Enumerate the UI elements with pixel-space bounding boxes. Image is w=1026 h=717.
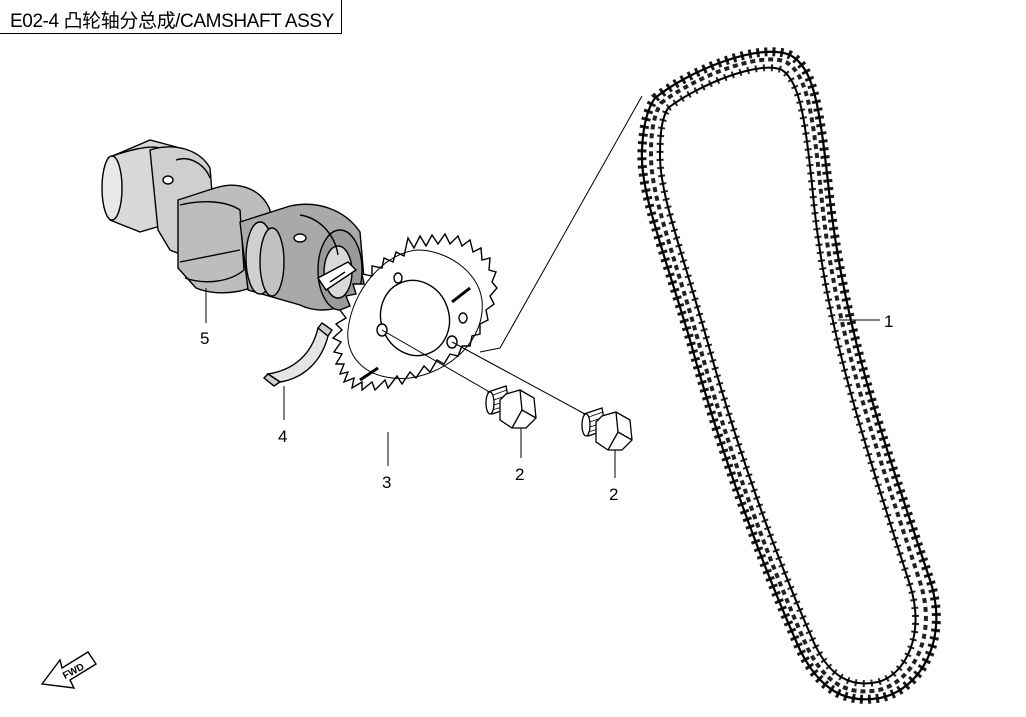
half-ring xyxy=(262,322,333,387)
fwd-arrow-icon: FWD xyxy=(40,651,97,689)
callout-3-label: 3 xyxy=(382,473,391,492)
callout-4-label: 4 xyxy=(278,427,287,446)
sprocket-callout: 3 xyxy=(382,432,391,492)
bolt-axis-line-b xyxy=(451,341,597,421)
callout-5-label: 5 xyxy=(200,329,209,348)
camshaft xyxy=(101,139,366,311)
bolt-axis-line-a xyxy=(381,329,501,399)
page-title: E02-4 凸轮轴分总成/CAMSHAFT ASSY xyxy=(10,11,334,32)
fwd-label: FWD xyxy=(61,662,86,682)
callout-1-label: 1 xyxy=(884,312,893,331)
bolt-a-callout: 2 xyxy=(515,428,524,484)
camshaft-callout: 5 xyxy=(200,288,209,348)
timing-chain xyxy=(637,47,941,704)
title-box: E02-4 凸轮轴分总成/CAMSHAFT ASSY xyxy=(0,0,342,34)
half-ring-callout: 4 xyxy=(278,386,287,446)
bolt-b-callout: 2 xyxy=(609,450,618,504)
cam-sprocket xyxy=(331,232,498,392)
callout-2a-label: 2 xyxy=(515,465,524,484)
chain-callout: 1 xyxy=(838,312,893,331)
callout-2b-label: 2 xyxy=(609,485,618,504)
bolt-b xyxy=(581,407,633,451)
bolt-a xyxy=(485,385,537,429)
chain-leader-line xyxy=(479,95,643,353)
